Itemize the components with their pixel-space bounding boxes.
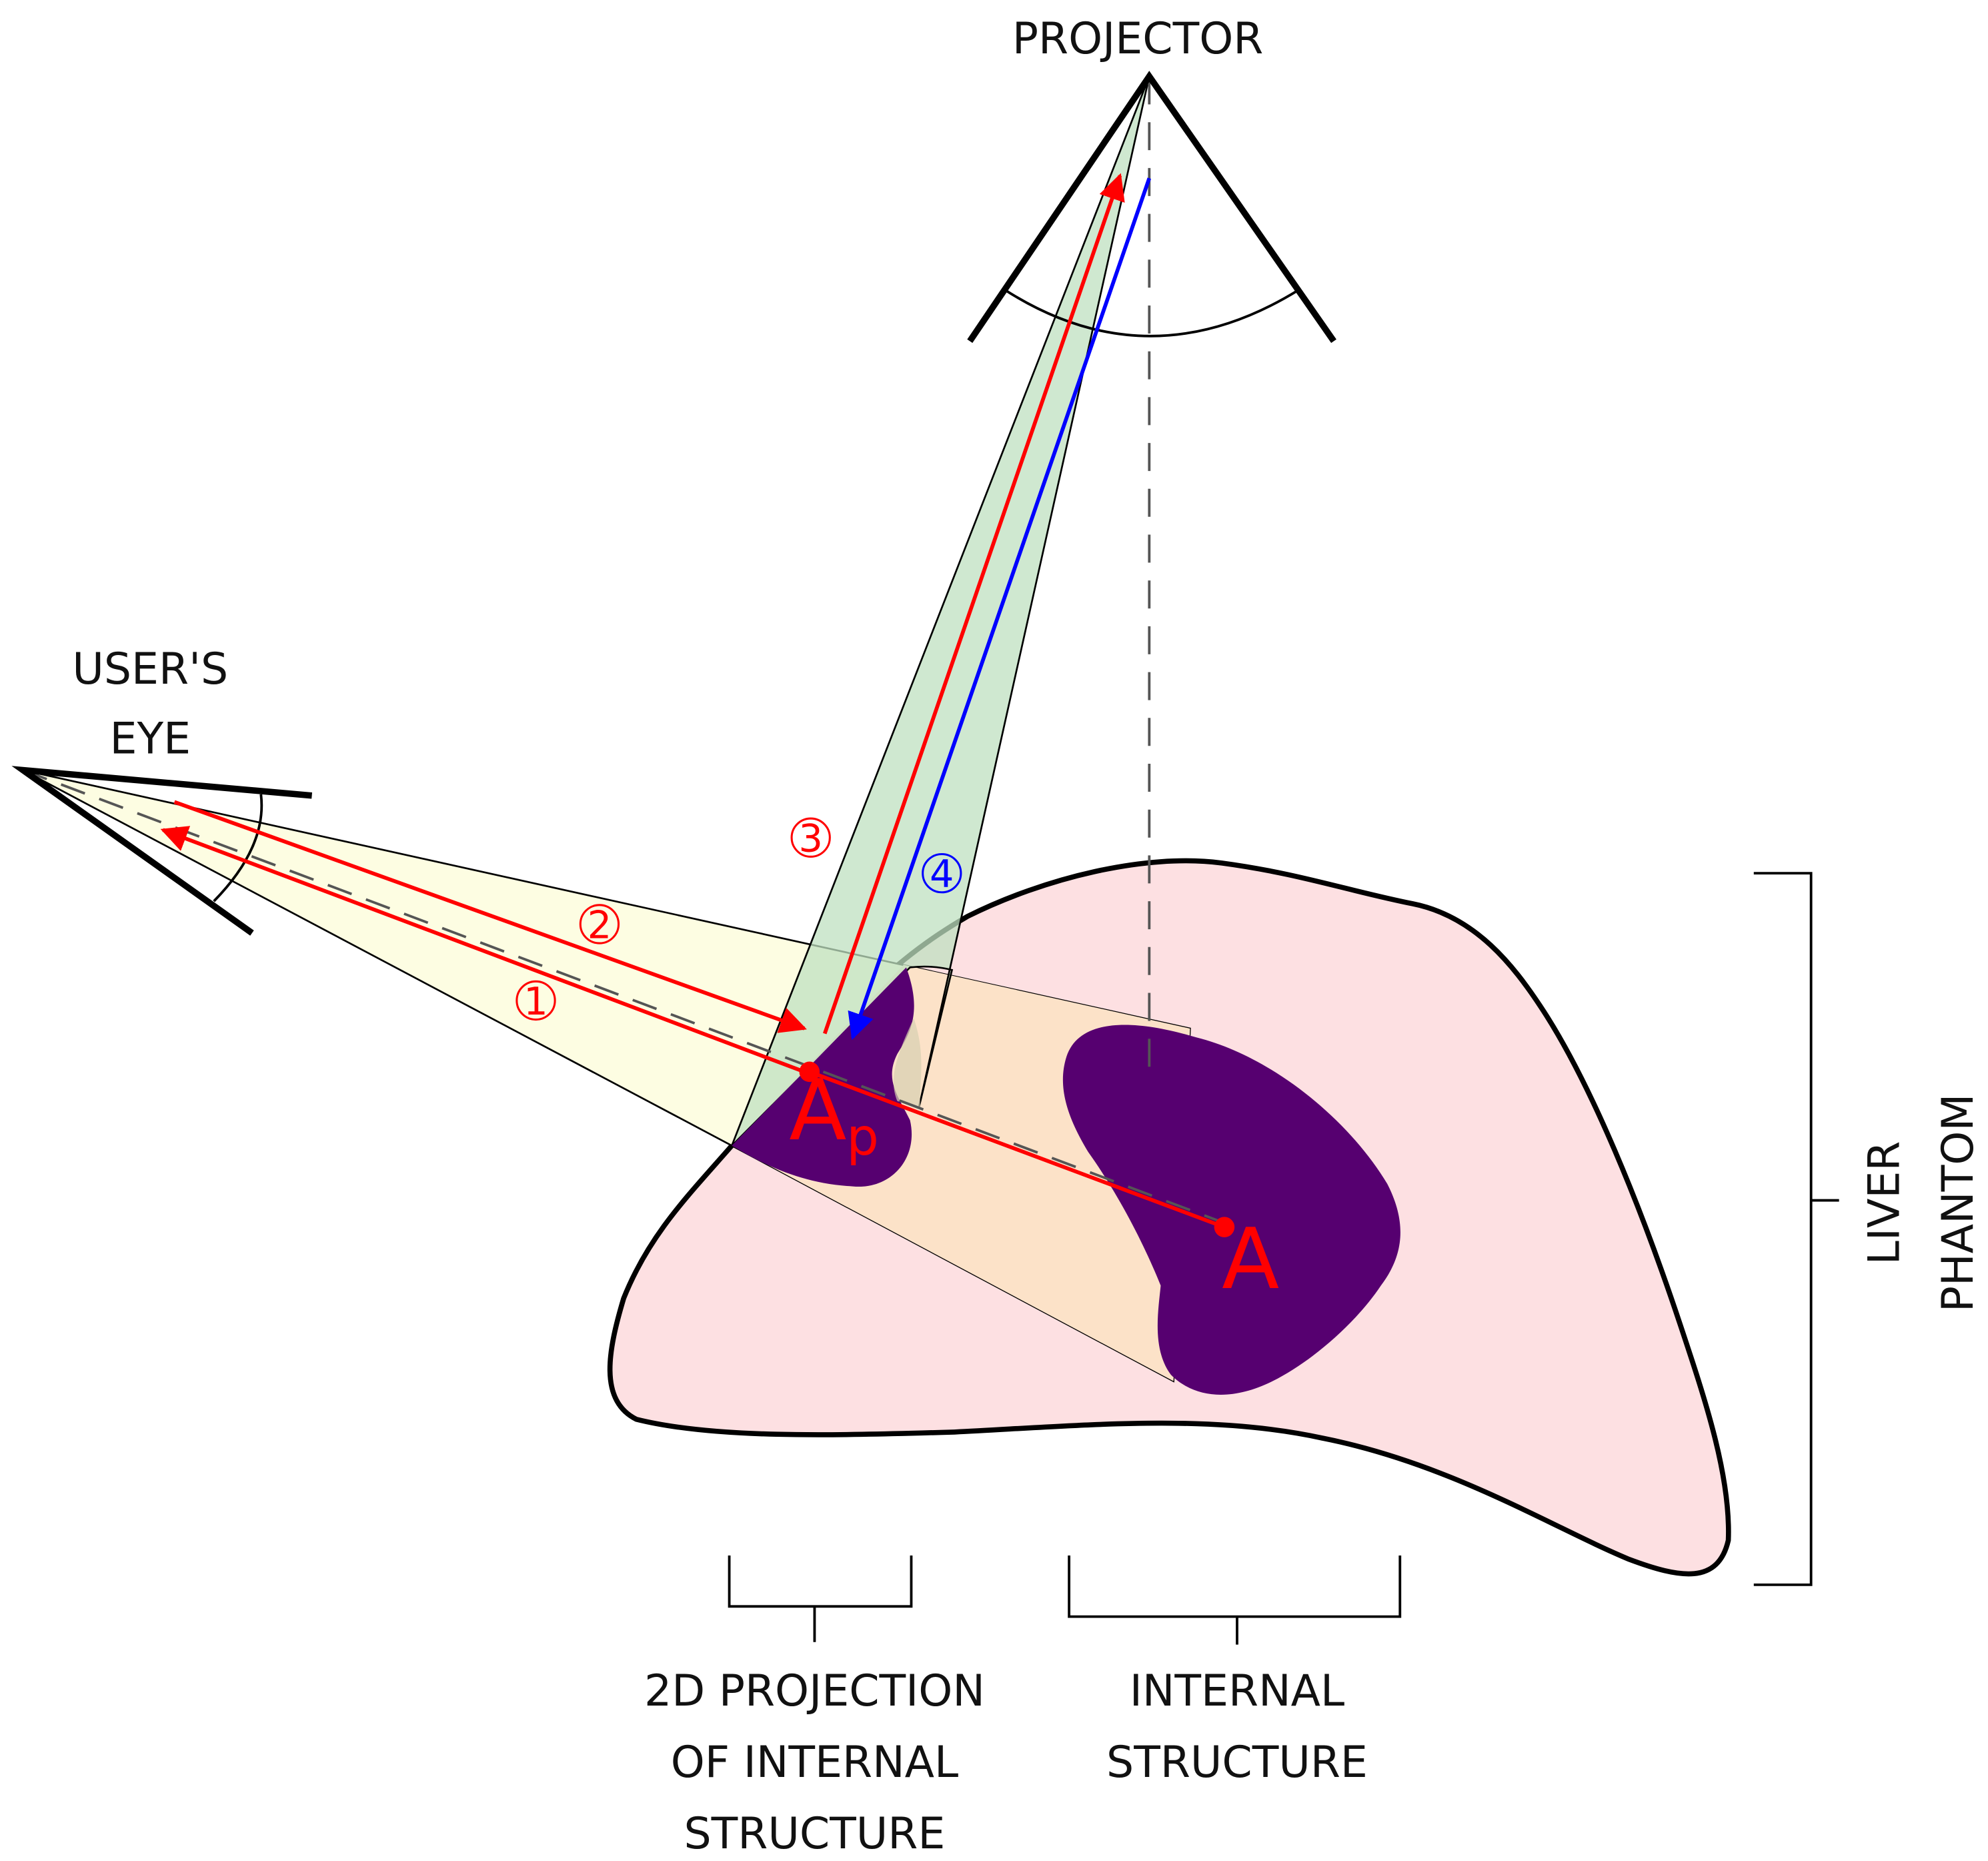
projector-label: PROJECTOR (1012, 14, 1263, 64)
eye-axis-dashed (22, 768, 1222, 1223)
step-marker-2: 2 (579, 902, 620, 947)
internal-structure-bracket (1068, 1555, 1402, 1618)
internal-structure-shape (1062, 1025, 1400, 1395)
users-eye-label-line1: USER'S (72, 644, 228, 694)
ray-ap-to-a (808, 1070, 1225, 1229)
ray-1 (160, 826, 806, 1074)
projection-label-line1: 2D PROJECTION (644, 1666, 985, 1716)
eye-body (11, 766, 313, 936)
svg-text:2: 2 (588, 902, 612, 947)
point-a-label: A (1222, 1210, 1279, 1308)
projection-label-line2: OF INTERNAL (671, 1738, 958, 1788)
point-ap-label: Ap (789, 1061, 879, 1167)
ray-3 (822, 173, 1125, 1035)
svg-text:1: 1 (524, 979, 548, 1024)
projection-bracket (728, 1555, 913, 1608)
internal-structure-label-line2: STRUCTURE (1106, 1738, 1368, 1788)
point-ap-dot (799, 1061, 820, 1083)
eye-fov-arc (213, 794, 263, 902)
projection-overlap-strip (893, 1018, 922, 1108)
projector-fov-arc (1004, 289, 1299, 338)
users-eye-label-line2: EYE (109, 714, 191, 764)
projector-body (967, 71, 1336, 344)
projector-cone (731, 76, 1150, 1147)
point-a-dot (1214, 1217, 1235, 1237)
liver-phantom-label-line1: LIVER (1859, 1141, 1909, 1265)
ray-4 (848, 177, 1152, 1041)
ray-2 (173, 800, 807, 1033)
step-marker-3: 3 (790, 816, 831, 861)
projection-label-line3: STRUCTURE (684, 1809, 945, 1859)
liver-phantom-bracket (1753, 872, 1813, 1586)
liver-phantom-label-line2: PHANTOM (1933, 1094, 1983, 1312)
svg-text:4: 4 (930, 852, 954, 896)
internal-structure-label-line1: INTERNAL (1130, 1666, 1344, 1716)
step-marker-1: 1 (516, 979, 556, 1024)
step-marker-4: 4 (922, 852, 962, 896)
svg-text:3: 3 (798, 816, 822, 861)
